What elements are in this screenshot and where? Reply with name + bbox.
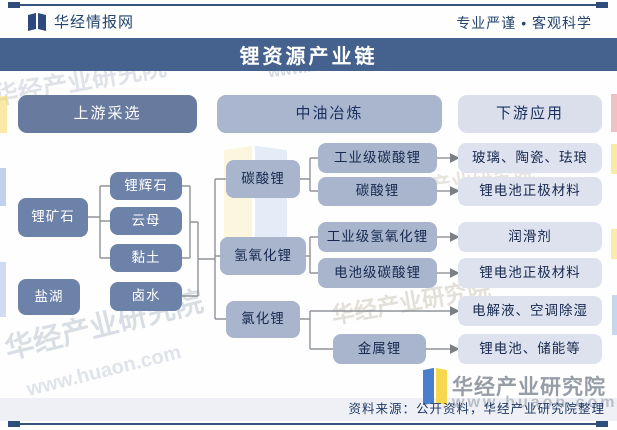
- stage-downstream: 下游应用: [458, 95, 602, 133]
- node-app-battery-storage: 锂电池、储能等: [458, 334, 602, 364]
- huajing-book-icon: [28, 12, 47, 31]
- node-lithium-chloride: 氯化锂: [226, 301, 300, 338]
- node-lithium-carbonate: 碳酸锂: [226, 160, 300, 198]
- stage-midstream: 中油冶炼: [217, 95, 442, 133]
- site-brand: 华经情报网: [28, 11, 134, 32]
- site-name: 华经情报网: [54, 14, 135, 31]
- node-app-cathode-materials: 锂电池正极材料: [458, 177, 602, 206]
- node-brine: 卤水: [110, 282, 182, 311]
- node-battery-grade-lithium-carbonate: 电池级碳酸锂: [318, 258, 437, 288]
- node-app-cathode-materials-2: 锂电池正极材料: [458, 258, 602, 288]
- chart-title-bar: 锂资源产业链: [0, 38, 617, 71]
- node-salt-lake: 盐湖: [18, 279, 80, 315]
- chart-title: 锂资源产业链: [239, 46, 378, 68]
- research-institute-name: 华经产业研究院: [452, 376, 606, 399]
- rule-endcap: [8, 2, 20, 8]
- node-lithium-hydroxide: 氢氧化锂: [220, 237, 306, 275]
- stage-upstream: 上游采选: [18, 95, 197, 133]
- rule-endcap: [8, 421, 20, 427]
- node-mica: 云母: [110, 207, 182, 235]
- site-slogan: 专业严谨 • 客观科学: [456, 15, 592, 31]
- node-clay: 黏土: [110, 244, 182, 272]
- top-rule: [8, 2, 608, 8]
- node-lithium-metal: 金属锂: [333, 334, 426, 364]
- node-app-lubricants: 润滑剂: [458, 222, 602, 252]
- website-url-watermark: www.huaon.com: [452, 394, 617, 411]
- node-industrial-lithium-carbonate: 工业级碳酸锂: [318, 143, 437, 173]
- bottom-rule: [8, 421, 608, 427]
- node-lithium-carbonate-product: 碳酸锂: [318, 177, 437, 206]
- node-lithium-ore: 锂矿石: [18, 198, 88, 237]
- footer-bar: [0, 398, 617, 421]
- node-spodumene: 锂辉石: [110, 172, 182, 200]
- rule-endcap: [596, 2, 608, 8]
- rule-endcap: [596, 421, 608, 427]
- node-app-electrolyte-dehumidify: 电解液、空调除湿: [458, 296, 602, 326]
- node-industrial-lithium-hydroxide: 工业级氢氧化锂: [318, 222, 437, 252]
- data-source-note: 资料来源：公开资料，华经产业研究院整理: [348, 402, 605, 416]
- node-app-glass-ceramics-enamel: 玻璃、陶瓷、珐琅: [458, 143, 602, 173]
